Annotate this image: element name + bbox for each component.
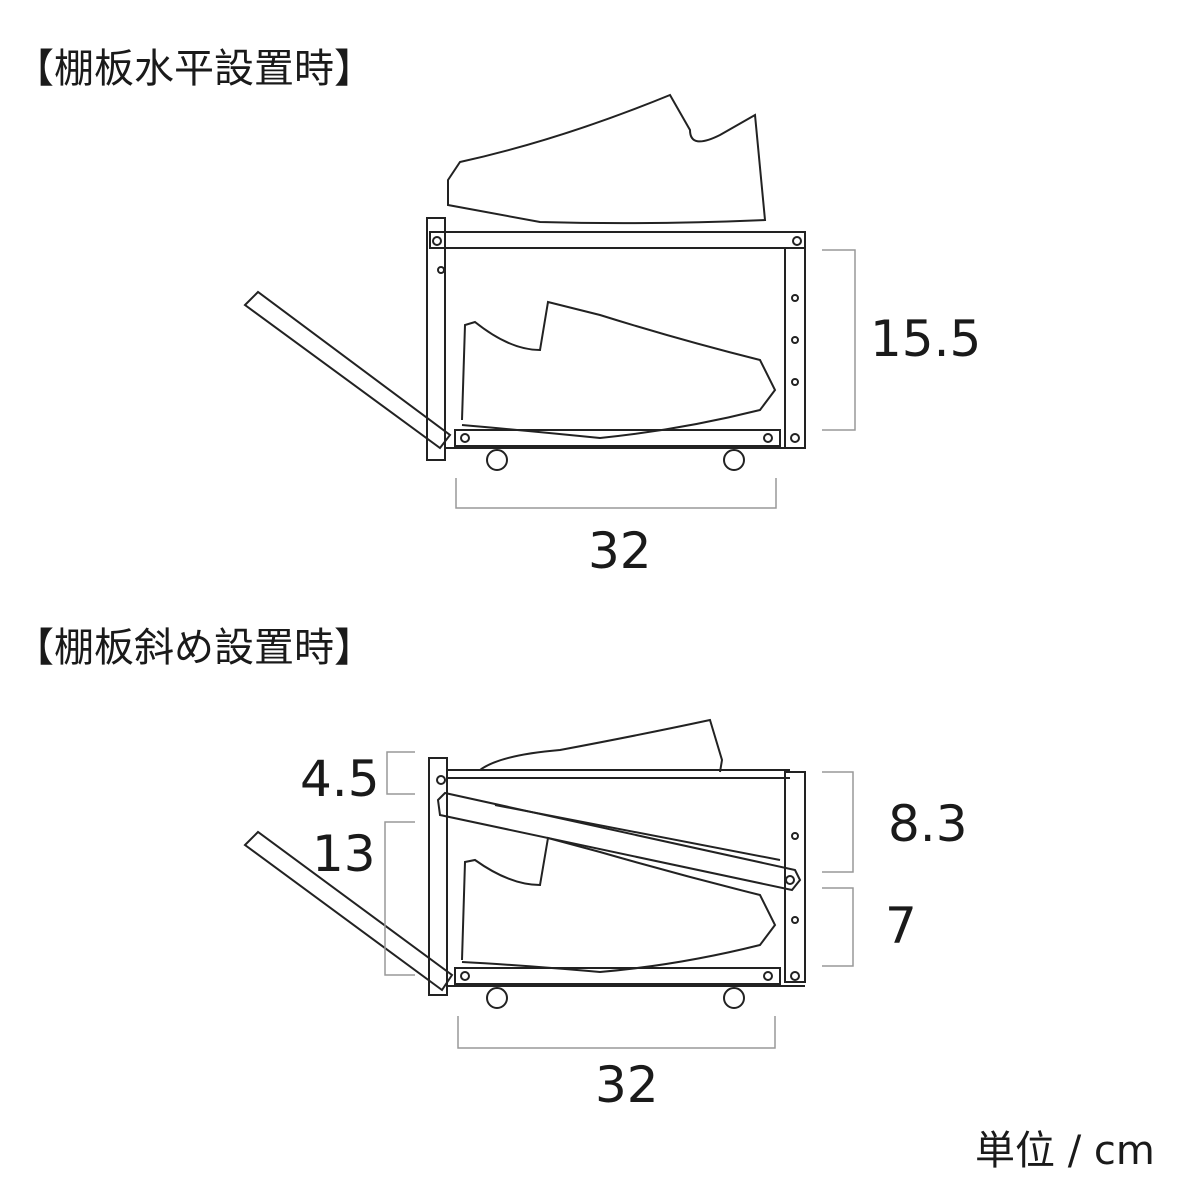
rack-horizontal <box>243 93 806 471</box>
shoe-top <box>447 93 767 225</box>
door-panel <box>243 290 452 450</box>
section2-title: 【棚板斜め設置時】 <box>14 625 374 671</box>
top-gap-dimension: 4.5 <box>300 750 380 808</box>
door-panel <box>243 830 454 992</box>
lower-dimension: 7 <box>885 897 917 955</box>
shoe-bottom <box>461 836 777 974</box>
height-dimension: 15.5 <box>870 310 982 368</box>
section1-title: 【棚板水平設置時】 <box>14 46 374 92</box>
upper-dimension: 8.3 <box>888 795 968 853</box>
rack-slanted <box>243 718 806 1009</box>
dimension-lines-2 <box>384 751 854 1049</box>
slanted-shelf <box>436 791 802 892</box>
shoe-bottom <box>461 300 777 440</box>
unit-label: 単位 / cm <box>975 1128 1155 1174</box>
dimension-lines-1 <box>455 249 856 509</box>
shoe-top <box>479 718 724 773</box>
width-dimension: 32 <box>588 522 652 580</box>
width-dimension-2: 32 <box>595 1056 659 1114</box>
door-dimension: 13 <box>312 825 376 883</box>
